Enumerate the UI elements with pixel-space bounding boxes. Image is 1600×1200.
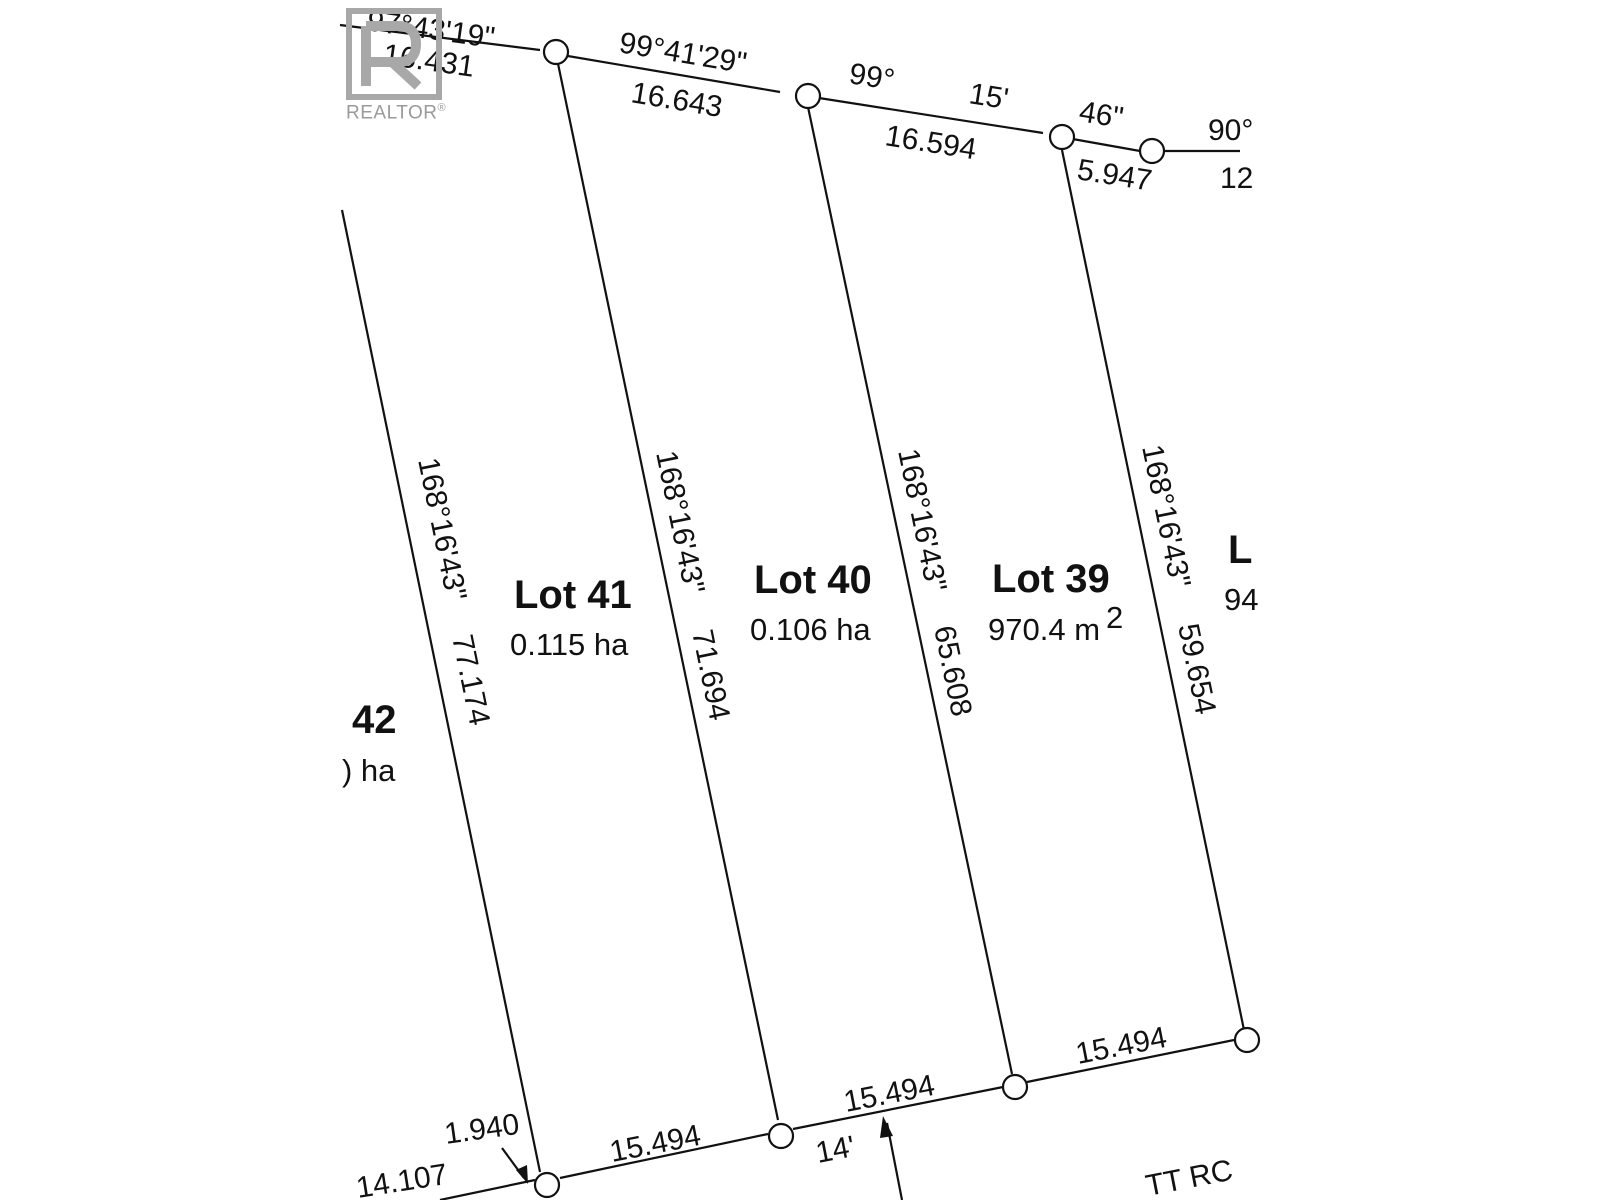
top-boundary-lot38 [1066,136,1141,153]
leader-arrow-head [516,1165,528,1184]
top-boundary-lot41 [555,52,781,94]
bottom-boundary-lot39 [1026,1038,1235,1084]
lot-boundaries [339,23,1246,1200]
bottom-boundary-lot41 [559,1132,769,1180]
distance-bottom-lot40: 15.494 [841,1069,937,1119]
lot-40-name: Lot 40 [754,558,872,602]
lot-39-area-exponent: 2 [1106,600,1123,635]
distance-bottom-far-left: 14.107 [354,1158,450,1200]
side-boundary-42 [340,209,542,1173]
realtor-r-icon [346,8,442,100]
distance-top-right: 12 [1220,162,1253,195]
bearing-top-right: 90° [1208,114,1253,147]
lot-41-name: Lot 41 [514,573,632,617]
survey-marker [794,82,822,110]
distance-bottom-lot41: 15.494 [607,1119,703,1169]
distance-top-lot40: 16.594 [883,119,979,166]
bearing-top-deg: 99° [847,57,897,97]
lot-41-area: 0.115 ha [510,627,629,662]
lot-39-name: Lot 39 [992,557,1110,601]
bearing-top-lot41: 99°41'29" [617,26,749,80]
distance-side-39: 59.654 [1171,621,1222,718]
survey-markers [533,38,1261,1199]
lot-40-area: 0.106 ha [750,612,871,647]
survey-marker [1233,1026,1261,1054]
lot-38-area: 94 [1224,582,1258,617]
survey-marker [1138,137,1166,165]
bearing-bottom-min: 14' [813,1130,858,1170]
bearing-top-min: 15' [967,77,1011,116]
lot-39-area-value: 970.4 m [988,612,1100,647]
distance-top-lot38: 5.947 [1075,153,1154,197]
bottom-boundary-lot40 [792,1085,1004,1131]
survey-marker [542,38,570,66]
bearing-side-39: 168°16'43" [1135,442,1197,591]
survey-marker [1001,1073,1029,1101]
road-name: TT RC [1143,1154,1235,1200]
lot-38-name: L [1228,528,1252,572]
frontage-arrow-head [880,1116,893,1138]
side-boundary-41 [554,53,780,1121]
side-boundary-39 [1060,149,1246,1031]
bearing-top-sec: 46" [1077,95,1126,134]
realtor-logo: REALTOR® [346,8,446,123]
distance-side-42: 77.174 [445,632,496,729]
survey-marker [767,1122,795,1150]
distance-top-lot41: 16.643 [629,76,725,124]
bearing-side-40: 168°16'43" [891,446,953,595]
lot-42-area: ) ha [342,753,396,788]
survey-marker [533,1171,561,1199]
bottom-boundary-left [439,1178,536,1200]
bearing-side-42: 168°16'43" [411,455,473,604]
top-boundary-lot40 [818,96,1044,135]
side-boundary-40 [806,106,1014,1075]
realtor-wordmark: REALTOR® [346,102,447,124]
lot-42-name: 42 [352,698,397,742]
bearing-side-41: 168°16'43" [649,448,711,597]
survey-marker [1048,123,1076,151]
distance-bottom-left: 1.940 [442,1108,521,1151]
